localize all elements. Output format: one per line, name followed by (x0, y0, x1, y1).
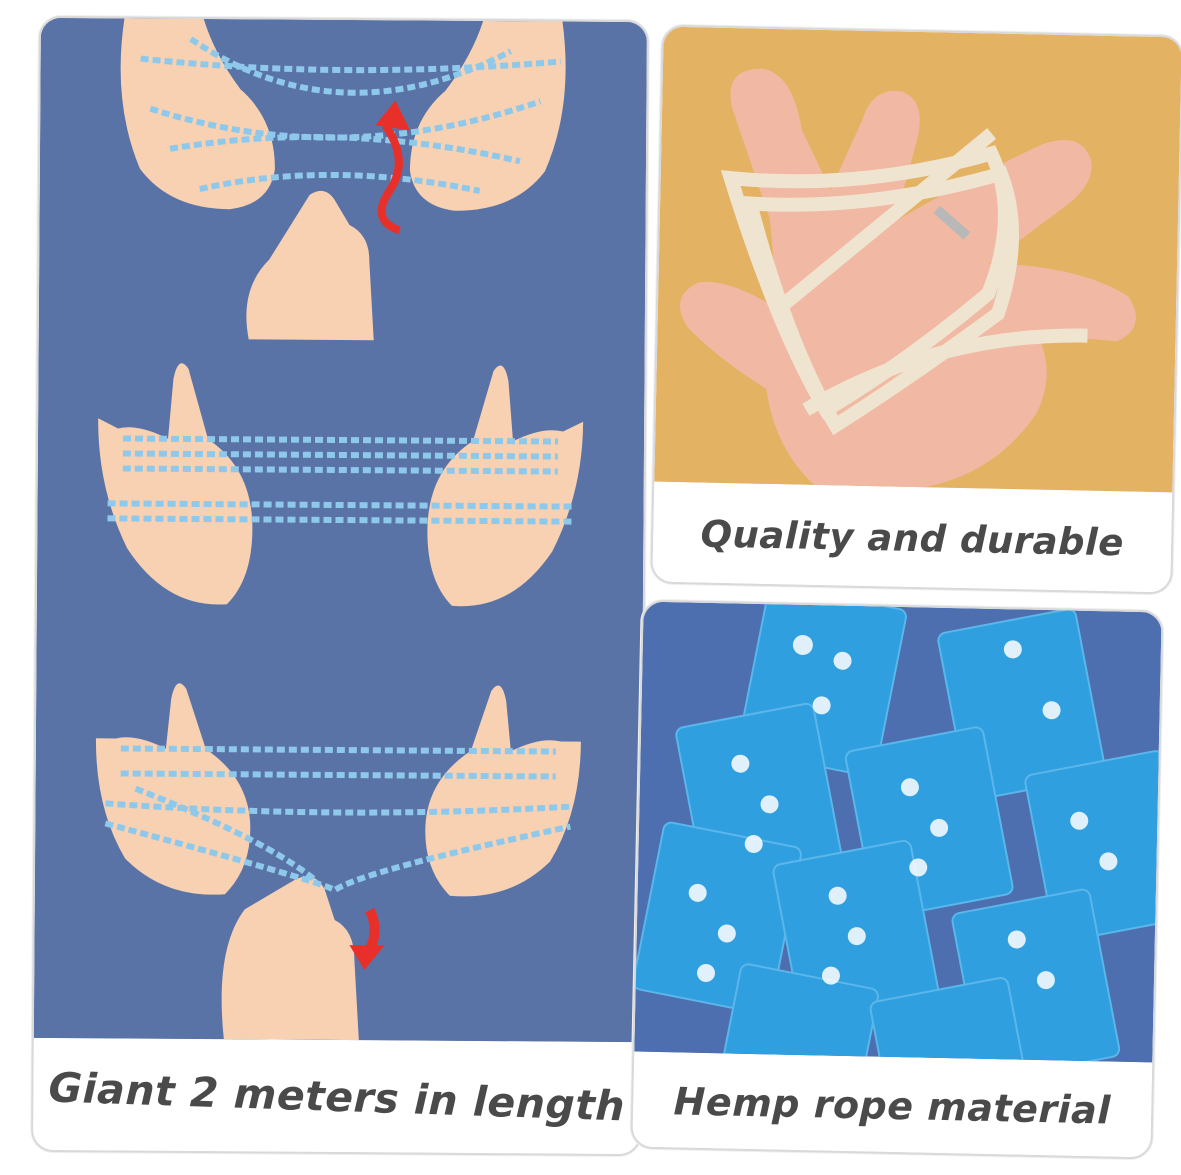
string-figure-illustration (33, 17, 647, 1043)
step-1-strings (140, 36, 561, 194)
caption-band-left: Giant 2 meters in length (33, 1039, 640, 1155)
caption-material: Hemp rope material (673, 1078, 1112, 1133)
step-1-arrow (375, 100, 411, 235)
card-hand-drawings (688, 634, 1118, 990)
panel-material: Hemp rope material (630, 599, 1164, 1160)
caption-quality: Quality and durable (700, 512, 1125, 564)
step-3-hands (95, 683, 581, 1041)
panel-string-length: Giant 2 meters in length (31, 15, 649, 1157)
step-2-strings (107, 435, 573, 525)
step-3-strings (104, 745, 571, 894)
panel-quality: Quality and durable (650, 24, 1181, 595)
caption-length: Giant 2 meters in length (47, 1063, 626, 1131)
rope-clip (933, 205, 971, 240)
step-2-hands (98, 363, 584, 607)
step-3-arrow (349, 908, 385, 971)
caption-band-bottom-right: Hemp rope material (632, 1053, 1153, 1158)
caption-band-top-right: Quality and durable (652, 483, 1173, 593)
rope-star (720, 128, 1088, 436)
rope-hand-photo (654, 26, 1181, 493)
instruction-cards-photo (634, 601, 1162, 1063)
hand-shape (680, 68, 1136, 488)
